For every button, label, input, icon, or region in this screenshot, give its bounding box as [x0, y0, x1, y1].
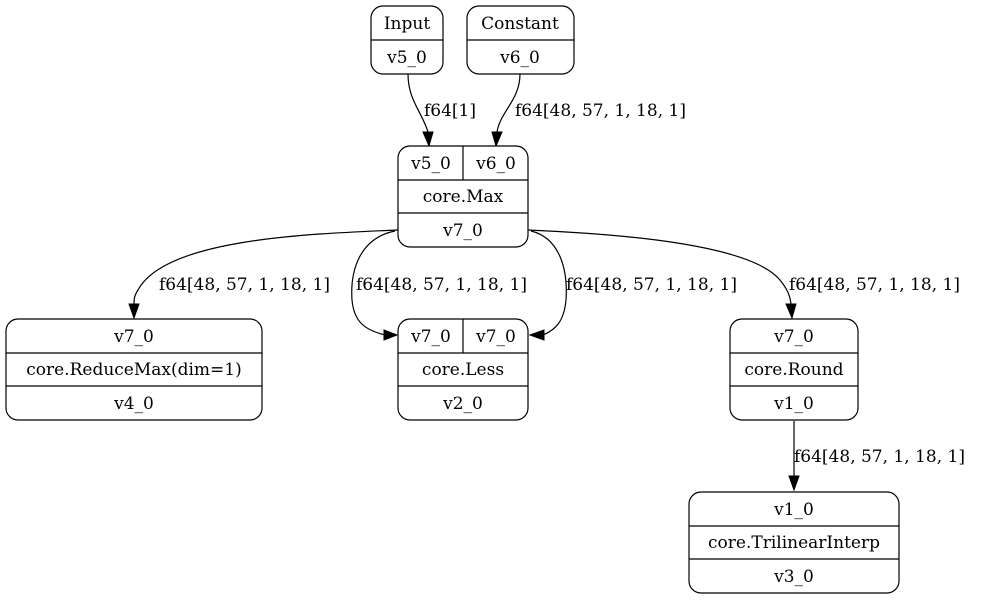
node-trilinear-box — [688, 491, 900, 594]
arrowhead — [383, 329, 399, 341]
edge-constant-to-max: f64[48, 57, 1, 18, 1] — [491, 73, 686, 148]
node-max[interactable]: v5_0 v6_0 core.Max v7_0 — [397, 145, 529, 248]
node-op: core.TrilinearInterp — [708, 533, 880, 553]
node-output: v2_0 — [442, 394, 483, 414]
edge-input-to-max: f64[1] — [407, 73, 476, 148]
edge-line — [133, 229, 399, 305]
edge-label: f64[48, 57, 1, 18, 1] — [356, 275, 527, 295]
node-op: core.Max — [423, 187, 504, 207]
edge-label: f64[48, 57, 1, 18, 1] — [515, 101, 686, 121]
node-round-box — [729, 318, 859, 421]
edge-line — [527, 229, 792, 305]
edges: f64[1] f64[48, 57, 1, 18, 1] f64[48, 57,… — [128, 73, 965, 492]
node-title: Constant — [481, 14, 559, 34]
edge-max-to-less-left: f64[48, 57, 1, 18, 1] — [351, 230, 527, 341]
arrowhead — [788, 475, 800, 492]
input-port: v7_0 — [475, 327, 516, 347]
arrowhead — [128, 303, 140, 320]
node-constant[interactable]: Constant v6_0 — [466, 5, 575, 75]
edge-max-to-reducemax: f64[48, 57, 1, 18, 1] — [128, 229, 399, 320]
edge-label: f64[48, 57, 1, 18, 1] — [566, 275, 737, 295]
arrowhead — [422, 131, 434, 148]
edge-max-to-round: f64[48, 57, 1, 18, 1] — [527, 229, 960, 320]
arrowhead — [491, 131, 503, 148]
node-title: Input — [384, 14, 430, 34]
input-port: v6_0 — [475, 154, 516, 174]
node-value: v6_0 — [499, 48, 540, 68]
node-value: v5_0 — [386, 48, 427, 68]
node-op: core.Less — [422, 360, 504, 380]
node-reducemax[interactable]: v7_0 core.ReduceMax(dim=1) v4_0 — [5, 318, 263, 421]
edge-line — [530, 230, 567, 336]
node-trilinear[interactable]: v1_0 core.TrilinearInterp v3_0 — [688, 491, 900, 594]
node-output: v1_0 — [773, 394, 814, 414]
arrowhead — [785, 303, 797, 320]
node-less[interactable]: v7_0 v7_0 core.Less v2_0 — [397, 318, 529, 421]
edge-label: f64[48, 57, 1, 18, 1] — [159, 275, 330, 295]
node-round[interactable]: v7_0 core.Round v1_0 — [729, 318, 859, 421]
edge-label: f64[1] — [424, 101, 476, 121]
input-port: v1_0 — [773, 500, 814, 520]
edge-label: f64[48, 57, 1, 18, 1] — [794, 447, 965, 467]
edge-label: f64[48, 57, 1, 18, 1] — [789, 275, 960, 295]
edge-line — [496, 73, 521, 133]
edge-round-to-trilinear: f64[48, 57, 1, 18, 1] — [788, 421, 965, 492]
arrowhead — [528, 329, 545, 341]
input-port: v7_0 — [410, 327, 451, 347]
input-port: v5_0 — [410, 154, 451, 174]
node-output: v3_0 — [773, 567, 814, 587]
edge-line — [351, 230, 396, 336]
input-port: v7_0 — [773, 327, 814, 347]
node-output: v4_0 — [113, 394, 154, 414]
edge-max-to-less-right: f64[48, 57, 1, 18, 1] — [528, 230, 737, 341]
node-op: core.Round — [744, 360, 843, 380]
node-op: core.ReduceMax(dim=1) — [26, 360, 242, 380]
input-port: v7_0 — [113, 327, 154, 347]
node-reducemax-box — [5, 318, 263, 421]
node-output: v7_0 — [442, 221, 483, 241]
node-input[interactable]: Input v5_0 — [370, 5, 444, 75]
edge-line — [407, 73, 429, 133]
